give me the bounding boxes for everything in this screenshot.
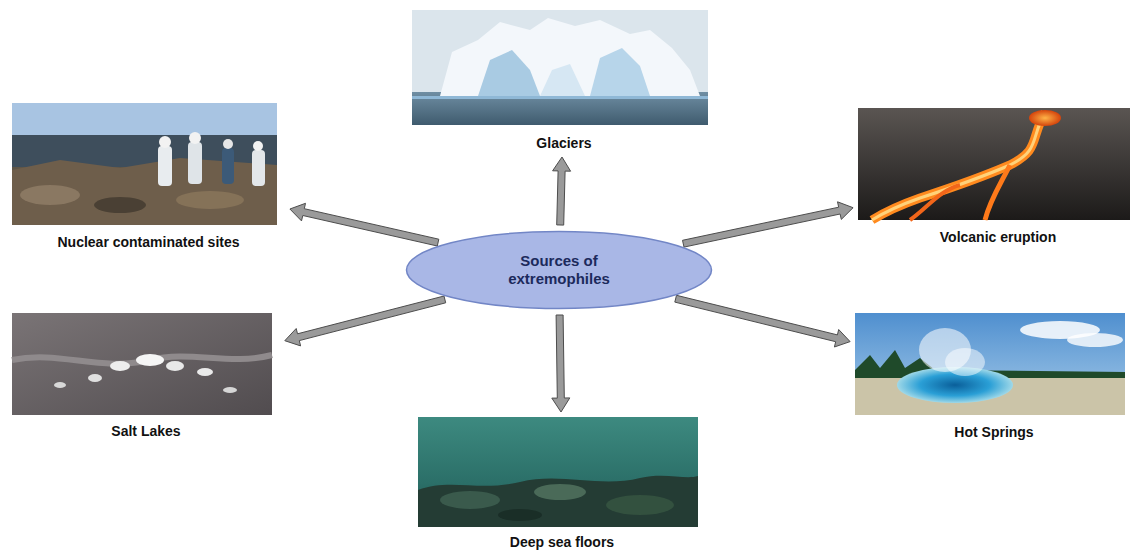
arrow-connector: [285, 296, 446, 346]
arrow-connector: [290, 203, 439, 246]
contaminated-site-node: Nuclear contaminated sites: [12, 103, 285, 251]
contaminated-site-photo: [12, 103, 277, 225]
volcano-photo: [858, 108, 1130, 220]
salt-lake-photo: [12, 313, 272, 415]
photo-caption: Nuclear contaminated sites: [12, 234, 285, 251]
center-ellipse: Sources of extremophiles: [405, 230, 713, 310]
deep-sea-node: Deep sea floors: [418, 417, 706, 551]
arrow-connector: [675, 295, 850, 347]
photo-caption: Deep sea floors: [418, 534, 706, 551]
hot-spring-node: Hot Springs: [855, 313, 1133, 441]
glacier-photo: [412, 10, 708, 125]
salt-lake-node: Salt Lakes: [12, 313, 280, 440]
arrow-connector: [552, 315, 570, 412]
glacier-node: Glaciers: [412, 10, 716, 152]
photo-caption: Salt Lakes: [12, 423, 280, 440]
arrow-connector: [683, 202, 854, 247]
volcano-node: Volcanic eruption: [858, 108, 1138, 246]
arrow-connector: [553, 157, 571, 225]
ellipse-shape: [407, 232, 712, 309]
hot-spring-photo: [855, 313, 1125, 415]
photo-caption: Volcanic eruption: [858, 229, 1138, 246]
photo-caption: Hot Springs: [855, 424, 1133, 441]
photo-caption: Glaciers: [412, 135, 716, 152]
deep-sea-photo: [418, 417, 698, 527]
center-label: Sources of extremophiles: [497, 252, 622, 288]
